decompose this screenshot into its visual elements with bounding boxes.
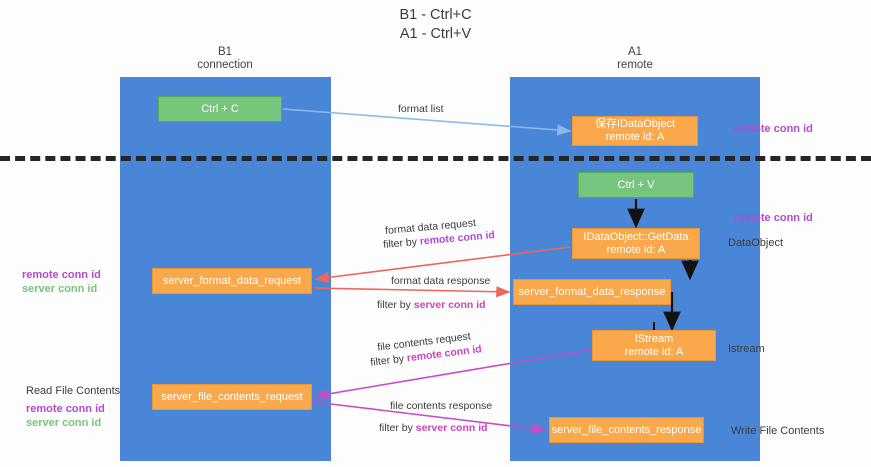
column-header-b1: B1 connection: [120, 46, 330, 72]
node-ctrl-c-label: Ctrl + C: [201, 102, 239, 115]
annotation-remote-conn-id: remote conn id: [26, 403, 105, 415]
annotation-left-conn-ids-top: remote conn id server conn id: [22, 268, 101, 296]
page-title-line1: B1 - Ctrl+C: [399, 7, 472, 23]
node-save-idataobject[interactable]: 保存IDataObject remote id: A: [572, 116, 698, 146]
node-server-format-data-response[interactable]: server_format_data_response: [513, 279, 671, 305]
column-header-b1-name: B1: [217, 46, 233, 58]
node-save-idataobject-label: 保存IDataObject: [594, 118, 676, 130]
node-istream-label: IStream: [634, 332, 674, 345]
node-istream[interactable]: IStream remote id: A: [592, 330, 716, 361]
node-server-file-contents-request[interactable]: server_file_contents_request: [152, 384, 312, 410]
annotation-server-conn-id: server conn id: [26, 417, 102, 429]
filter-prefix: filter by: [382, 235, 421, 251]
column-header-a1-name: A1: [627, 46, 643, 58]
node-server-format-data-request[interactable]: server_format_data_request: [152, 268, 312, 294]
page-title: B1 - Ctrl+C A1 - Ctrl+V: [0, 6, 871, 44]
arrow-file-contents-request: [314, 349, 591, 400]
arrow-format-data-response: [313, 286, 511, 298]
node-idataobject-getdata-label: IDataObject::GetData: [583, 230, 689, 243]
annotation-left-conn-ids-bottom: remote conn id server conn id: [26, 402, 105, 430]
node-server-format-data-request-label: server_format_data_request: [162, 274, 302, 287]
edge-label-file-contents-response-filter: filter by server conn id: [379, 421, 488, 435]
arrow-format-list: [282, 108, 572, 136]
node-idataobject-getdata[interactable]: IDataObject::GetData remote id: A: [572, 228, 700, 259]
filter-prefix: filter by: [379, 422, 416, 434]
arrow-format-data-request: [314, 246, 571, 283]
node-ctrl-c[interactable]: Ctrl + C: [158, 96, 282, 122]
annotation-write-file-contents: Write File Contents: [731, 425, 825, 437]
node-server-file-contents-request-label: server_file_contents_request: [161, 390, 303, 403]
edge-label-file-contents-response: file contents response: [390, 400, 493, 412]
annotation-server-conn-id: server conn id: [22, 283, 98, 295]
filter-key-server-conn-id: server conn id: [415, 422, 488, 434]
column-header-b1-subtitle: connection: [197, 59, 253, 71]
node-idataobject-getdata-sub: remote id: A: [606, 243, 666, 256]
arrow-file-contents-response: [313, 401, 547, 435]
node-ctrl-v-label: Ctrl + V: [617, 178, 655, 191]
annotation-dataobject: DataObject: [728, 237, 784, 249]
annotation-istream: Istream: [728, 343, 765, 355]
annotation-remote-conn-id: remote conn id: [22, 269, 101, 281]
annotation-remote-conn-id-mid: remote conn id: [734, 212, 813, 224]
edge-label-format-data-response: format data response: [391, 275, 491, 287]
edge-label-format-data-response-filter: filter by server conn id: [377, 298, 486, 312]
filter-prefix: filter by: [377, 299, 414, 311]
page-title-line2: A1 - Ctrl+V: [399, 26, 472, 42]
phase-divider: [0, 156, 871, 161]
node-save-idataobject-sub: remote id: A: [605, 131, 665, 143]
column-header-a1: A1 remote: [510, 46, 760, 72]
column-header-a1-subtitle: remote: [617, 59, 653, 71]
node-server-file-contents-response-label: server_file_contents_response: [551, 423, 702, 436]
node-server-file-contents-response[interactable]: server_file_contents_response: [549, 417, 704, 443]
annotation-remote-conn-id-top: remote conn id: [734, 123, 813, 135]
node-istream-sub: remote id: A: [624, 345, 684, 358]
edge-label-format-list: format list: [398, 103, 444, 115]
annotation-read-file-contents: Read File Contents: [26, 385, 121, 397]
node-server-format-data-response-label: server_format_data_response: [518, 285, 666, 298]
node-ctrl-v[interactable]: Ctrl + V: [578, 172, 694, 198]
filter-key-server-conn-id: server conn id: [413, 299, 486, 311]
